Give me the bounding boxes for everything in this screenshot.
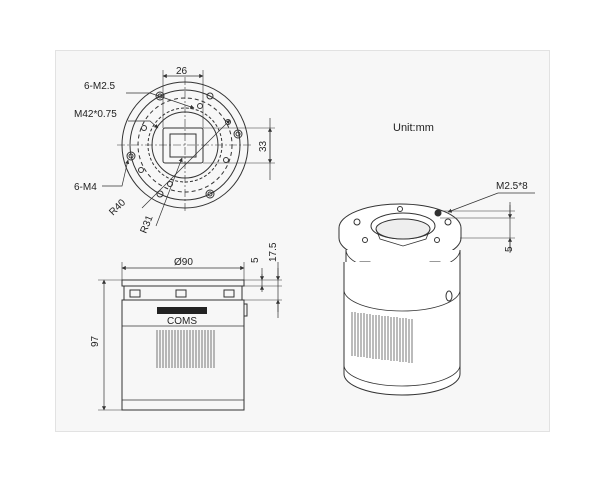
radius-r31-label: R31 xyxy=(139,214,156,236)
dim-5-side-label: 5 xyxy=(250,257,261,263)
height-97-label: 97 xyxy=(90,335,101,347)
iso-bore-inner xyxy=(375,218,431,240)
dim-17-5-label: 17.5 xyxy=(268,242,279,262)
callout-6-m2-5: 6-M2.5 xyxy=(84,81,116,92)
dim-33-label: 33 xyxy=(258,140,269,152)
front-view xyxy=(102,70,275,227)
m4-holes xyxy=(126,91,243,199)
sensor-band xyxy=(157,307,207,314)
cooling-fins xyxy=(156,330,215,368)
unit-label: Unit:mm xyxy=(393,122,434,134)
side-view xyxy=(98,262,282,411)
sensor-window xyxy=(162,127,204,164)
main-body xyxy=(121,299,245,411)
callout-6-m4: 6-M4 xyxy=(74,182,97,193)
m25-holes xyxy=(138,103,231,187)
top-flange xyxy=(121,279,245,287)
callout-m42: M42*0.75 xyxy=(74,109,117,120)
radius-r40-label: R40 xyxy=(107,197,128,218)
iso-cooling-fins xyxy=(351,312,413,363)
diameter-label: Ø90 xyxy=(174,257,193,268)
sensor-coms-label: COMS xyxy=(167,316,197,327)
dim-5-iso-label: 5 xyxy=(504,246,515,252)
drawing-sheet xyxy=(55,50,550,432)
dim-26-label: 26 xyxy=(176,66,188,77)
callout-m2-5x8: M2.5*8 xyxy=(496,181,528,192)
sensor-chip xyxy=(169,133,197,158)
iso-view xyxy=(338,192,535,396)
